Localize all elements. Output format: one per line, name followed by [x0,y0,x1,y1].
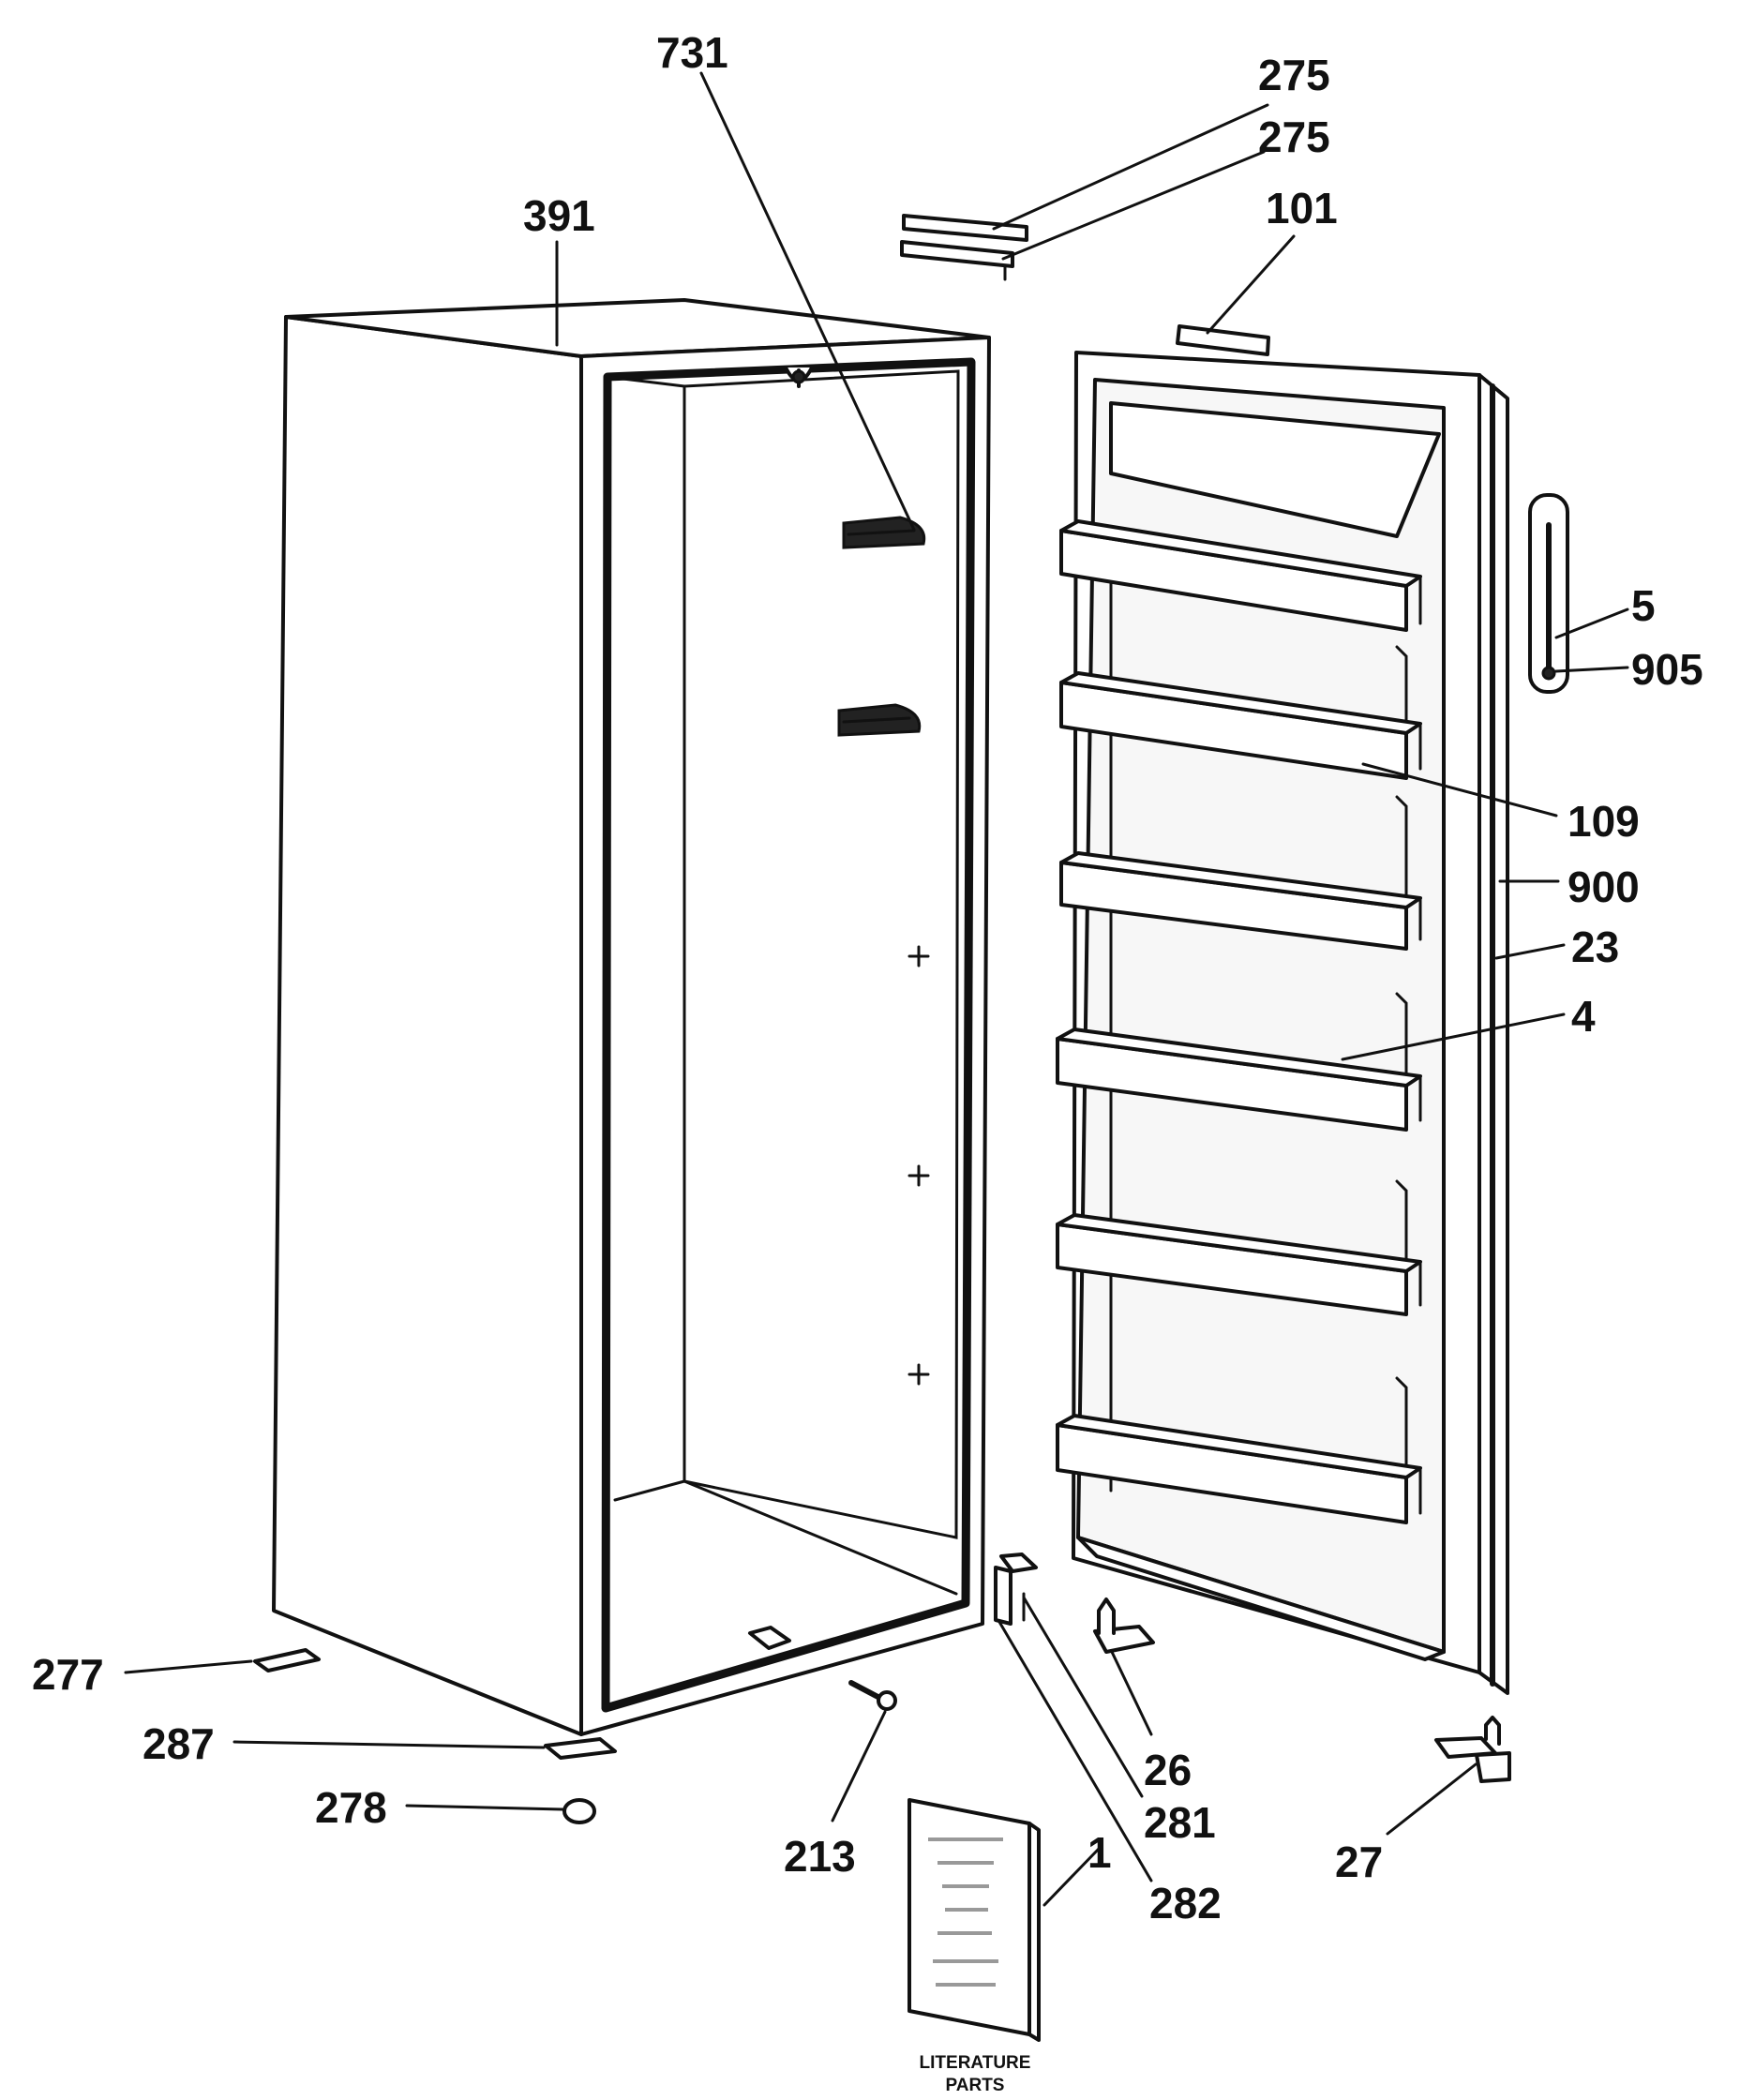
leader-731 [699,71,916,532]
callout-26: 26 [1144,1746,1192,1794]
callout-275a: 275 [1258,51,1330,99]
callout-277: 277 [32,1650,104,1699]
callout-287: 287 [142,1719,215,1768]
callout-leader-lines [124,71,1629,1907]
callout-731: 731 [656,28,728,77]
cabinet-left-side [272,315,583,1736]
door-top-recess [1109,401,1441,538]
handle-screw [1541,666,1556,681]
callout-23: 23 [1571,922,1619,971]
leader-275a [992,103,1269,231]
door-bottom-ledge [1076,1536,1446,1661]
callout-391: 391 [523,191,595,240]
door-top-trim-strip [1176,324,1270,356]
callout-101: 101 [1266,184,1338,232]
callout-4: 4 [1571,992,1596,1041]
leader-213 [831,1710,887,1822]
callout-275b: 275 [1258,112,1330,161]
leveling-leg [562,1798,596,1824]
leader-277 [124,1659,253,1674]
door-bin-3 [1059,851,1422,951]
freezer-door [1056,351,1509,1695]
leader-1 [1042,1847,1101,1907]
leader-905 [1554,666,1629,673]
leader-278 [405,1804,564,1811]
leader-23 [1494,943,1566,960]
callout-278: 278 [315,1783,387,1832]
hinge-cover-plate-lower [900,240,1014,281]
callout-1: 1 [1088,1828,1112,1877]
leader-275b [1001,150,1266,261]
shelf-bracket-upper [842,516,926,549]
callout-281: 281 [1144,1798,1216,1847]
callout-900: 900 [1568,862,1640,911]
freezer-cabinet [272,298,991,1736]
callout-labels: 731 275 275 101 391 5 905 109 900 23 4 2… [32,28,1703,2095]
door-bin-6 [1056,1414,1422,1524]
leader-101 [1206,234,1296,335]
lower-door-hinge [1434,1716,1511,1783]
foot-pad [544,1737,617,1760]
door-bin-4 [1056,1028,1422,1132]
callout-213: 213 [784,1832,856,1881]
shelf-mounting-marks [908,945,930,1386]
leader-4 [1341,1012,1566,1061]
leader-281 [1022,1596,1144,1798]
cabinet-liner-back [682,369,960,1539]
leader-27 [1386,1762,1478,1836]
leader-287 [232,1740,546,1749]
leader-26 [1110,1650,1153,1736]
literature-booklet [908,1798,1041,2042]
shelf-bracket-lower [837,703,922,737]
door-stop-pin [1093,1598,1155,1654]
callout-109: 109 [1568,797,1640,846]
front-leveling-plate [253,1648,321,1672]
cabinet-floor-tab [748,1626,791,1650]
callout-905: 905 [1631,645,1703,694]
hinge-cover-plate-upper [902,214,1028,242]
door-bin-5 [1056,1213,1422,1316]
callout-27: 27 [1335,1838,1383,1886]
door-bin-2 [1059,671,1422,780]
callout-282: 282 [1149,1879,1222,1928]
cabinet-door-gasket-seat [601,357,976,1713]
literature-label-line1: LITERATURE [920,2053,1031,2073]
callout-5: 5 [1631,581,1656,630]
leader-5 [1554,608,1629,639]
hinge-pin [848,1680,897,1711]
door-handle [1528,493,1569,694]
door-bin-1 [1059,519,1422,632]
bottom-hinge-bracket [994,1552,1038,1626]
literature-label-line2: PARTS [946,2076,1005,2095]
leader-109 [1361,762,1558,818]
leader-282 [998,1620,1153,1882]
